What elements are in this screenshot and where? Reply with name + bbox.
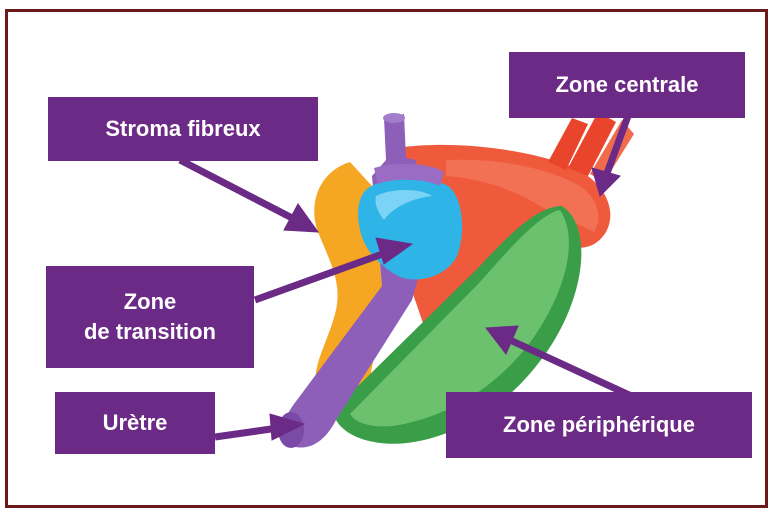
label-uretre: Urètre [55,392,215,454]
label-zone-peripherique-text: Zone périphérique [503,410,695,440]
label-stroma-fibreux: Stroma fibreux [48,97,318,161]
urethra-top-cap [383,113,405,123]
label-zone-centrale: Zone centrale [509,52,745,118]
label-uretre-text: Urètre [103,408,168,438]
label-zone-centrale-text: Zone centrale [555,70,698,100]
label-stroma-fibreux-text: Stroma fibreux [105,114,260,144]
label-zone-transition-line2: de transition [84,317,216,347]
label-zone-transition-line1: Zone [124,287,177,317]
arrow-uretre-line [215,428,278,437]
label-zone-peripherique: Zone périphérique [446,392,752,458]
label-zone-transition: Zone de transition [46,266,254,368]
arrow-stroma-line [180,160,296,220]
